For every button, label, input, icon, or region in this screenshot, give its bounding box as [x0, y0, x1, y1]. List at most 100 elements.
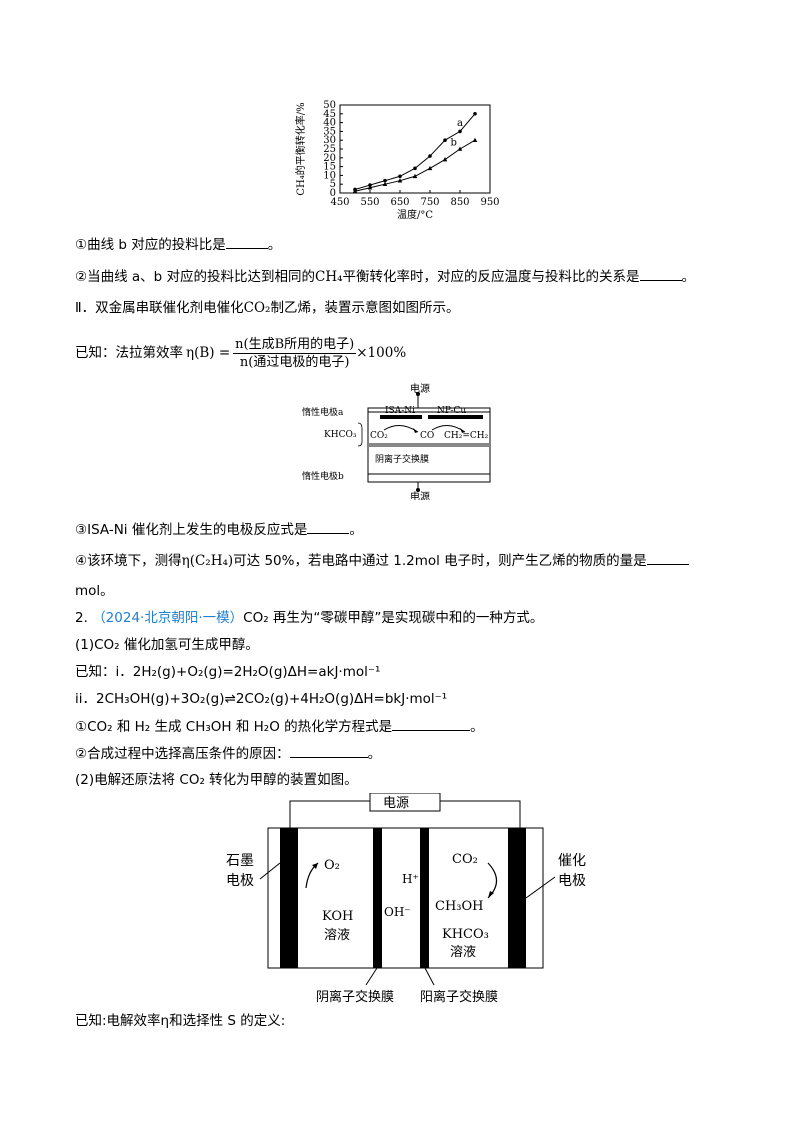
khco3-solution-label: 溶液: [450, 945, 476, 960]
question-item-3: ③ISA-Ni 催化剂上发生的电极反应式是。: [75, 520, 363, 538]
left-electrode-label-2: 电极: [226, 873, 254, 889]
electrolysis-diagram-2: 电源 石墨 电极 催化 电极 O₂ KOH 溶液 OH⁻ H⁺ CO₂ CH₃O…: [226, 793, 586, 1005]
point-a: [398, 174, 402, 179]
answer-blank[interactable]: [289, 744, 368, 758]
point-b: [472, 137, 478, 142]
koh-label: KOH: [322, 909, 353, 924]
x-tick-label: 850: [450, 197, 469, 208]
point-a: [443, 138, 447, 142]
question-item-4-unit: mol。: [75, 583, 114, 599]
plot-frame: [339, 104, 491, 194]
right-electrode-label-2: 电极: [558, 873, 586, 889]
answer-blank[interactable]: [307, 520, 350, 534]
fraction-denominator: n(通过电极的电子): [239, 354, 350, 370]
y-tick-label: 30: [323, 135, 336, 146]
y-axis-label: CH₄的平衡转化率/%: [294, 102, 307, 195]
anion-membrane-label: 阴离子交换膜: [316, 989, 394, 1005]
y-tick-label: 25: [323, 144, 336, 155]
point-a: [413, 166, 417, 171]
y-tick-label: 10: [323, 170, 336, 181]
question-source[interactable]: （2024·北京朝阳·一模）: [92, 610, 244, 626]
y-tick-label: 40: [323, 118, 336, 129]
point-b: [412, 173, 418, 179]
q2-known-i: 已知：i．2H₂(g)+O₂(g)=2H₂O(g)ΔH=akJ·mol⁻¹: [75, 664, 381, 680]
point-a: [428, 154, 432, 158]
series-label-a: a: [457, 118, 463, 129]
power-label-bottom: 电源: [410, 490, 430, 500]
q2-sub-1: ①CO₂ 和 H₂ 生成 CH₃OH 和 H₂O 的热化学方程式是。: [75, 717, 484, 735]
right-electrode-label-1: 催化: [558, 853, 586, 869]
khco3-label-2: KHCO₃: [442, 927, 489, 942]
x-axis-label: 温度/°C: [397, 208, 433, 221]
section-2-heading: Ⅱ．双金属串联催化剂电催化CO₂制乙烯，装置示意图如图所示。: [75, 300, 460, 316]
x-tick-label: 550: [360, 197, 379, 208]
y-tick-label: 0: [330, 188, 336, 199]
q2-part-2: (2)电解还原法将 CO₂ 转化为甲醇的装置如图。: [75, 772, 358, 788]
point-b: [457, 146, 463, 151]
x-tick-label: 450: [330, 197, 349, 208]
formula-co2: CO₂: [243, 300, 271, 316]
x-tick-label: 650: [390, 197, 409, 208]
y-tick-label: 50: [323, 100, 336, 111]
q2-efficiency-definition: 已知:电解效率η和选择性 S 的定义:: [75, 1013, 286, 1029]
ethylene-label: CH₂=CH₂: [444, 431, 489, 441]
series-line-b: [354, 139, 476, 192]
electrode-a-label: 惰性电极a: [302, 406, 344, 418]
answer-blank[interactable]: [639, 267, 682, 281]
faraday-fraction: n(生成B所用的电子) n(通过电极的电子): [233, 336, 357, 371]
point-b: [382, 181, 388, 186]
faraday-tail: ×100%: [356, 345, 407, 361]
cation-exchange-membrane: [420, 828, 429, 968]
power-label: 电源: [410, 382, 430, 395]
co2-label: CO₂: [370, 431, 388, 441]
catalyst-electrode: [508, 828, 526, 968]
oh-label: OH⁻: [384, 905, 411, 919]
y-tick-label: 35: [323, 126, 336, 137]
y-tick-label: 45: [323, 109, 336, 120]
point-b: [442, 157, 448, 162]
q2-sub-2: ②合成过程中选择高压条件的原因：。: [75, 744, 382, 762]
h-label: H⁺: [402, 872, 419, 886]
point-b: [427, 165, 433, 171]
membrane-label: 阴离子交换膜: [375, 453, 429, 465]
formula-eta-c2h4: η(C₂H₄): [181, 553, 234, 569]
power-label-2: 电源: [383, 796, 409, 811]
y-tick-label: 5: [330, 179, 336, 190]
co-label: CO: [420, 431, 434, 441]
anion-exchange-membrane: [373, 828, 382, 968]
question-item-4: ④该环境下，测得η(C₂H₄)可达 50%，若电路中通过 1.2mol 电子时，…: [75, 551, 689, 570]
point-a: [473, 112, 477, 116]
o2-label: O₂: [324, 858, 340, 873]
answer-blank[interactable]: [225, 235, 268, 249]
left-electrode-label-1: 石墨: [226, 853, 254, 869]
faraday-lhs: η(B) =: [186, 345, 231, 361]
answer-blank[interactable]: [392, 717, 471, 731]
y-tick-label: 20: [323, 153, 336, 164]
fraction-numerator: n(生成B所用的电子): [233, 336, 357, 354]
electrode-b-label: 惰性电极b: [302, 470, 344, 482]
electrolysis-diagram-1: 电源 ISA-Ni NP-Cu 惰性电极a CO₂ CO CH₂=CH₂ KHC…: [302, 382, 491, 500]
co2-label-2: CO₂: [452, 852, 478, 867]
koh-solution-label: 溶液: [324, 928, 350, 943]
q2-part-1: (1)CO₂ 催化加氢可生成甲醇。: [75, 637, 259, 653]
point-b: [352, 188, 358, 194]
catalyst-isa-ni: ISA-Ni: [385, 406, 415, 416]
question-item-2: ②当曲线 a、b 对应的投料比达到相同的CH₄平衡转化率时，对应的反应温度与投料…: [75, 267, 696, 285]
series-label-b: b: [451, 137, 457, 148]
x-tick-label: 950: [480, 197, 499, 208]
answer-blank[interactable]: [646, 551, 689, 565]
catalyst-np-cu: NP-Cu: [437, 406, 466, 416]
point-a: [383, 178, 387, 183]
point-a: [368, 183, 372, 187]
cation-membrane-label: 阳离子交换膜: [420, 989, 498, 1005]
point-a: [458, 129, 462, 134]
point-b: [367, 185, 373, 190]
question-item-1: ①曲线 b 对应的投料比是。: [75, 235, 282, 253]
y-tick-label: 15: [323, 162, 336, 173]
q2-known-ii: ii．2CH₃OH(g)+3O₂(g)⇌2CO₂(g)+4H₂O(g)ΔH=bk…: [75, 691, 448, 707]
question-2-stem: 2. （2024·北京朝阳·一模）CO₂ 再生为“零碳甲醇”是实现碳中和的一种方…: [75, 610, 544, 626]
ch3oh-label: CH₃OH: [435, 899, 484, 914]
khco3-label: KHCO₃: [324, 430, 357, 440]
graphite-electrode: [280, 828, 298, 968]
